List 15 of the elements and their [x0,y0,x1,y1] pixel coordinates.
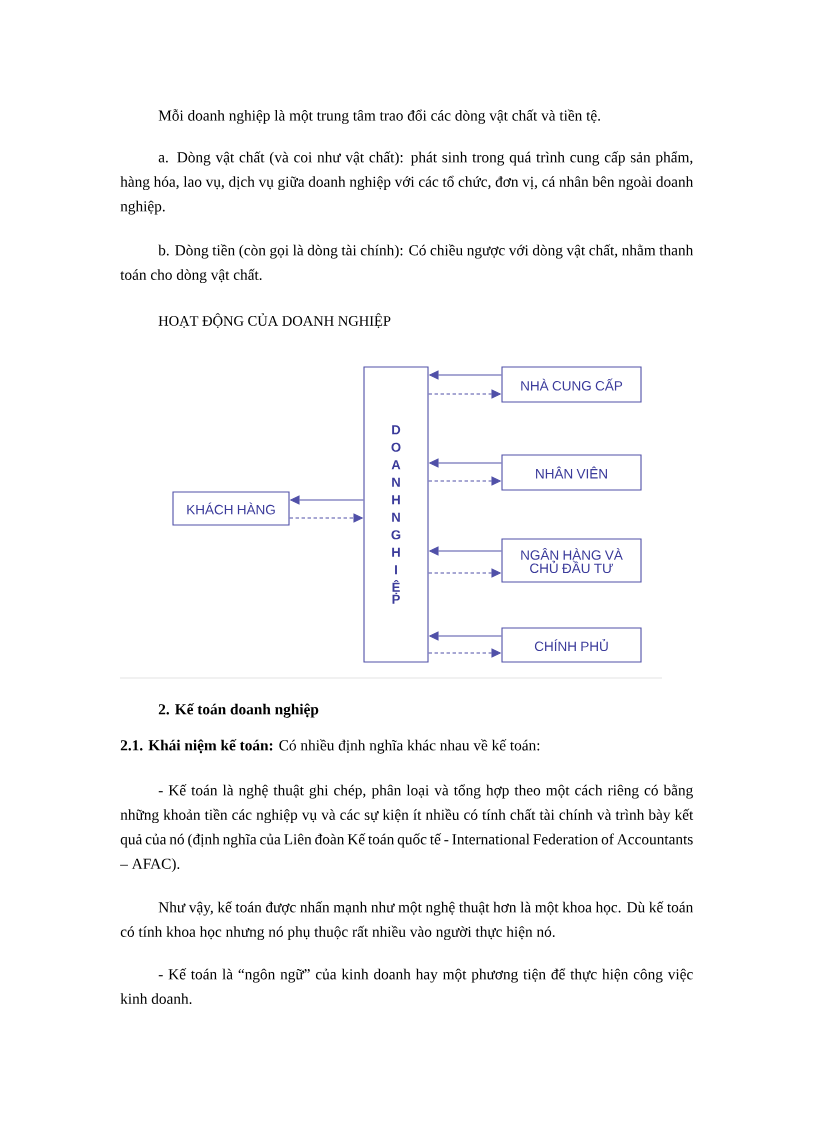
section-heading: 2. Kế toán doanh nghiệp [158,703,319,718]
entity-box: NHÂN VIÊN [501,454,642,491]
body-paragraph: - Kế toán là “ngôn ngữ” của kinh doanh hay một phương tiện để thực hiện công việc kinh doanh. [120,968,693,1004]
entity-box: CHÍNH PHỦ [501,627,642,663]
entity-box: NGÂN HÀNG VÀ CHỦ ĐẦU TƯ [501,538,642,583]
body-paragraph: Mỗi doanh nghiệp là một trung tâm trao đổi các dòng vật chất và tiền tệ. [158,109,600,124]
company-box: DOANH NGHIỆP [363,366,429,663]
body-paragraph: - Kế toán là nghệ thuật ghi chép, phân loại và tổng hợp theo một cách riêng có bằng những khoản tiền các nghiệp vụ và các sự kiện ít nhiều có tính chất tài chính và trình bày kết quả của nó (định nghĩa của Liên đoàn Kế toán quốc tế - International Federation of Accountants – AFAC). [120,784,694,873]
body-paragraph: Như vậy, kế toán được nhấn mạnh như một nghệ thuật hơn là một khoa học. Dù kế toán có tính khoa học nhưng nó phụ thuộc rất nhiều vào người thực hiện nó. [120,901,694,941]
diagram-title: HOẠT ĐỘNG CỦA DOANH NGHIỆP [158,313,391,329]
body-paragraph: 2.1. Khái niệm kế toán: Có nhiều định nghĩa khác nhau về kế toán: [120,739,540,754]
entity-box: NHÀ CUNG CẤP [501,366,642,403]
body-paragraph: b. Dòng tiền (còn gọi là dòng tài chính): Có chiều ngược với dòng vật chất, nhằm thanh toán cho dòng vật chất. [120,244,694,284]
body-paragraph: a. Dòng vật chất (và coi như vật chất): phát sinh trong quá trình cung cấp sản phẩm, hàng hóa, lao vụ, dịch vụ giữa doanh nghiệp với các tổ chức, đơn vị, cá nhân bên ngoài doanh nghiệp. [120,151,694,215]
entity-box: KHÁCH HÀNG [172,491,290,526]
